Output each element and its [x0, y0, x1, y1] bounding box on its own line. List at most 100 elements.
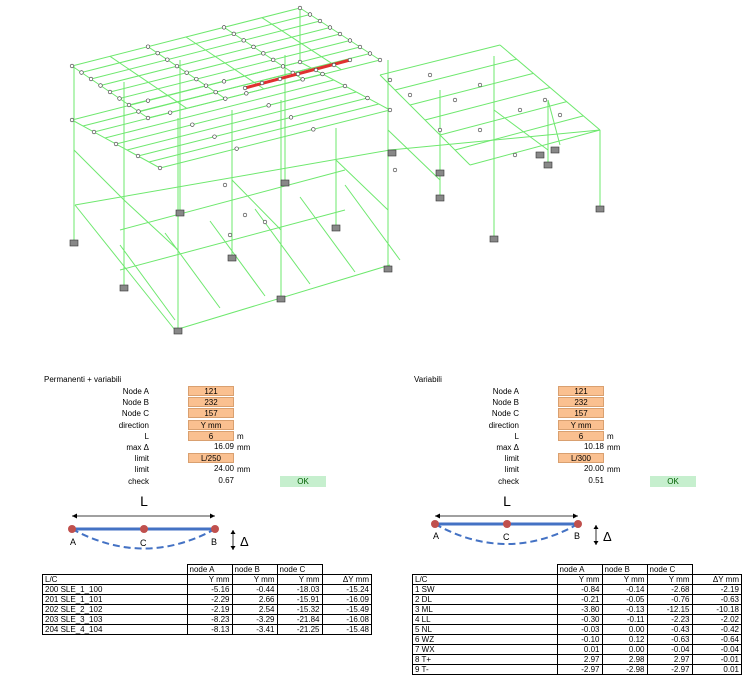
node-marker[interactable] [69, 117, 75, 123]
input-cell[interactable]: 6 [558, 430, 604, 441]
node-marker[interactable] [261, 51, 266, 56]
node-marker[interactable] [392, 167, 398, 173]
node-marker[interactable] [244, 91, 249, 96]
node-marker[interactable] [320, 71, 325, 77]
node-marker[interactable] [262, 219, 268, 225]
node-marker[interactable] [135, 153, 141, 159]
node-marker[interactable] [117, 96, 122, 101]
node-marker[interactable] [107, 89, 113, 95]
node-marker[interactable] [251, 44, 256, 49]
input-cell[interactable]: 232 [558, 397, 604, 408]
node-marker[interactable] [367, 51, 373, 56]
node-marker[interactable] [407, 92, 413, 98]
node-marker[interactable] [365, 95, 370, 101]
node-marker[interactable] [337, 31, 343, 37]
node-marker[interactable] [168, 110, 173, 115]
node-marker[interactable] [98, 83, 103, 88]
node-marker[interactable] [387, 77, 393, 83]
node-marker[interactable] [221, 25, 227, 30]
input-cell[interactable]: Y mm [188, 419, 234, 430]
node-marker[interactable] [297, 59, 303, 65]
node-marker[interactable] [213, 90, 218, 95]
input-cell[interactable]: 121 [188, 386, 234, 396]
displacement-cell: -2.97 [556, 664, 603, 675]
input-cell[interactable]: 157 [188, 408, 234, 419]
input-cell[interactable]: Y mm [558, 419, 604, 430]
node-marker[interactable] [222, 182, 228, 188]
node-marker[interactable] [241, 38, 246, 43]
node-marker[interactable] [145, 98, 151, 103]
node-marker[interactable] [327, 25, 333, 30]
support-block [595, 205, 605, 213]
node-marker[interactable] [477, 127, 483, 133]
structure-3d-view[interactable] [0, 0, 749, 360]
node-marker[interactable] [307, 12, 313, 17]
node-marker[interactable] [452, 97, 458, 103]
node-marker[interactable] [79, 70, 84, 75]
node-marker[interactable] [342, 83, 348, 89]
node-marker[interactable] [165, 57, 170, 62]
node-marker[interactable] [377, 57, 383, 63]
node-marker[interactable] [300, 77, 305, 82]
node-marker[interactable] [297, 5, 303, 11]
node-marker[interactable] [288, 115, 294, 120]
support-block [489, 235, 499, 243]
input-cell[interactable]: 157 [558, 408, 604, 419]
node-marker[interactable] [231, 31, 236, 36]
input-cell[interactable]: 232 [188, 397, 234, 408]
node-marker[interactable] [347, 38, 353, 43]
node-a-label: A [70, 537, 76, 547]
node-header: node C [276, 564, 323, 575]
node-marker[interactable] [203, 83, 209, 88]
node-marker[interactable] [295, 71, 301, 77]
input-cell[interactable]: 6 [188, 430, 234, 441]
node-marker[interactable] [517, 107, 523, 113]
node-marker[interactable] [311, 127, 316, 132]
displacement-cell: -2.19 [186, 604, 233, 615]
node-marker[interactable] [427, 72, 433, 78]
input-cell[interactable]: L/250 [188, 453, 234, 464]
node-marker[interactable] [221, 79, 227, 84]
node-marker[interactable] [69, 63, 75, 69]
node-marker[interactable] [477, 82, 483, 88]
node-marker[interactable] [136, 109, 141, 114]
node-marker[interactable] [212, 134, 217, 139]
node-marker[interactable] [357, 44, 363, 50]
node-marker[interactable] [347, 57, 353, 63]
node-marker[interactable] [227, 232, 233, 238]
node-marker[interactable] [280, 64, 286, 69]
node-marker[interactable] [88, 76, 94, 82]
node-marker[interactable] [277, 76, 283, 82]
node-marker[interactable] [234, 146, 239, 151]
node-marker[interactable] [242, 85, 248, 91]
node-marker[interactable] [242, 212, 248, 218]
node-marker[interactable] [557, 112, 563, 118]
node-marker[interactable] [223, 96, 228, 101]
node-marker[interactable] [194, 77, 199, 82]
node-marker[interactable] [317, 18, 323, 24]
node-marker[interactable] [184, 70, 189, 75]
node-marker[interactable] [542, 97, 548, 103]
displacement-cell: 0.12 [601, 634, 648, 645]
displacement-cell: -0.03 [556, 624, 603, 635]
node-marker[interactable] [91, 129, 97, 135]
node-marker[interactable] [145, 44, 151, 49]
node-marker[interactable] [271, 57, 276, 62]
node-marker[interactable] [174, 64, 180, 69]
frame-member [119, 244, 176, 321]
node-marker[interactable] [259, 80, 265, 86]
node-marker[interactable] [126, 102, 132, 108]
input-cell[interactable]: L/300 [558, 453, 604, 464]
node-marker[interactable] [157, 165, 163, 171]
node-marker[interactable] [437, 127, 443, 133]
node-marker[interactable] [113, 141, 119, 147]
node-marker[interactable] [512, 152, 518, 158]
node-marker[interactable] [313, 67, 319, 73]
node-marker[interactable] [387, 107, 393, 113]
node-marker[interactable] [331, 62, 337, 68]
input-cell[interactable]: 121 [558, 386, 604, 396]
node-marker[interactable] [155, 51, 160, 56]
node-marker[interactable] [190, 122, 195, 127]
node-marker[interactable] [145, 115, 151, 121]
node-marker[interactable] [266, 103, 271, 108]
